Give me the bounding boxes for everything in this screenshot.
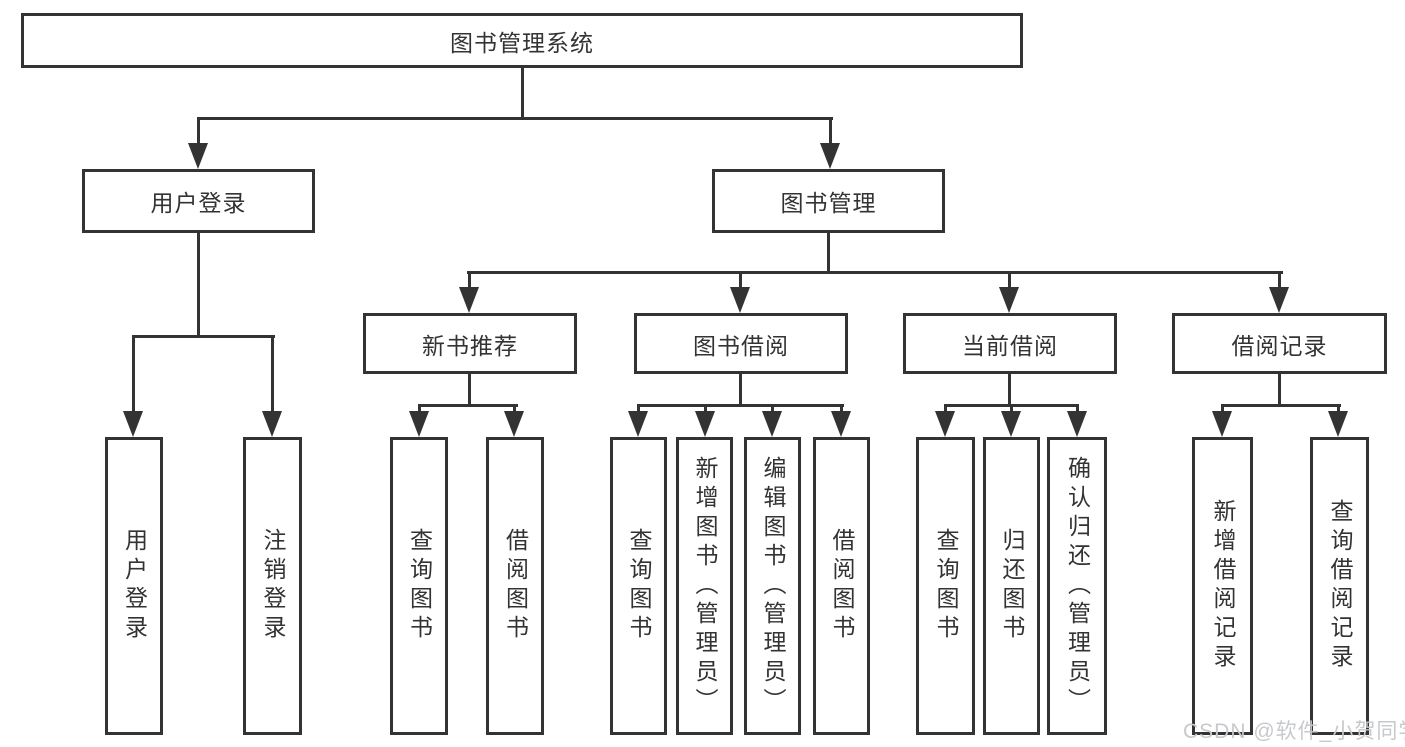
connector-line [739,274,742,290]
node-label: 新增借阅记录 [1210,499,1236,673]
node-query-books-current: 查询图书 [916,437,975,735]
node-label: 查询图书 [933,528,959,644]
node-new-book-recommendation: 新书推荐 [363,313,577,374]
connector-line [1278,274,1281,290]
connector-line [132,338,135,414]
node-borrowing-records: 借阅记录 [1172,313,1387,374]
connector-line [197,233,200,338]
node-query-borrow-record: 查询借阅记录 [1310,437,1369,735]
connector-line [271,338,274,414]
connector-line [827,233,830,274]
arrowhead-down-icon [820,143,840,169]
node-return-books: 归还图书 [983,437,1040,735]
connector-line [418,404,518,407]
arrowhead-down-icon [628,411,648,437]
arrowhead-down-icon [262,411,282,437]
arrowhead-down-icon [1001,411,1021,437]
connector-line [637,404,844,407]
connector-line [1278,374,1281,407]
connector-line [521,68,524,120]
node-edit-book-admin: 编辑图书（管理员） [744,437,801,735]
node-label: 归还图书 [999,528,1025,644]
node-confirm-return-admin: 确认归还（管理员） [1047,437,1107,735]
node-label: 借阅图书 [502,528,529,644]
arrowhead-down-icon [1212,411,1232,437]
connector-line [132,335,275,338]
arrowhead-down-icon [831,411,851,437]
node-user-login: 用户登录 [82,169,315,233]
connector-line [468,274,471,290]
arrowhead-down-icon [1269,287,1289,313]
node-label: 查询图书 [406,528,433,644]
connector-line [1221,404,1341,407]
node-book-management: 图书管理 [712,169,945,233]
node-label: 编辑图书（管理员） [760,455,786,717]
node-label: 用户登录 [121,528,148,644]
arrowhead-down-icon [999,287,1019,313]
arrowhead-down-icon [935,411,955,437]
node-label: 借阅图书 [829,528,855,644]
node-library-management-system: 图书管理系统 [21,13,1023,68]
node-label: 新增图书（管理员） [692,455,718,717]
node-add-book-admin: 新增图书（管理员） [676,437,733,735]
connector-line [1008,274,1011,290]
arrowhead-down-icon [1067,411,1087,437]
connector-line [944,404,1079,407]
arrowhead-down-icon [459,287,479,313]
arrowhead-down-icon [1328,411,1348,437]
node-label: 查询借阅记录 [1327,499,1353,673]
node-book-borrowing: 图书借阅 [634,313,848,374]
arrowhead-down-icon [188,143,208,169]
connector-line [197,117,833,120]
node-current-borrowing: 当前借阅 [903,313,1117,374]
connector-line [739,374,742,407]
arrowhead-down-icon [762,411,782,437]
connector-line [467,271,1283,274]
arrowhead-down-icon [504,411,524,437]
connector-line [1008,374,1011,407]
connector-line [829,120,832,148]
watermark: CSDN @软件_小贺同学 [1183,720,1405,743]
node-query-books-recommend: 查询图书 [390,437,448,735]
arrowhead-down-icon [409,411,429,437]
arrowhead-down-icon [695,411,715,437]
node-borrow-books-recommend: 借阅图书 [486,437,544,735]
arrowhead-down-icon [123,411,143,437]
connector-line [197,120,200,148]
connector-line [468,374,471,407]
arrowhead-down-icon [730,287,750,313]
node-user-login-leaf: 用户登录 [105,437,163,735]
node-borrow-books-leaf: 借阅图书 [813,437,870,735]
node-label: 注销登录 [260,528,286,644]
node-add-borrow-record: 新增借阅记录 [1192,437,1253,735]
node-logout-leaf: 注销登录 [243,437,302,735]
node-label: 确认归还（管理员） [1064,455,1091,717]
node-label: 查询图书 [626,528,652,644]
node-query-books-borrow: 查询图书 [610,437,667,735]
